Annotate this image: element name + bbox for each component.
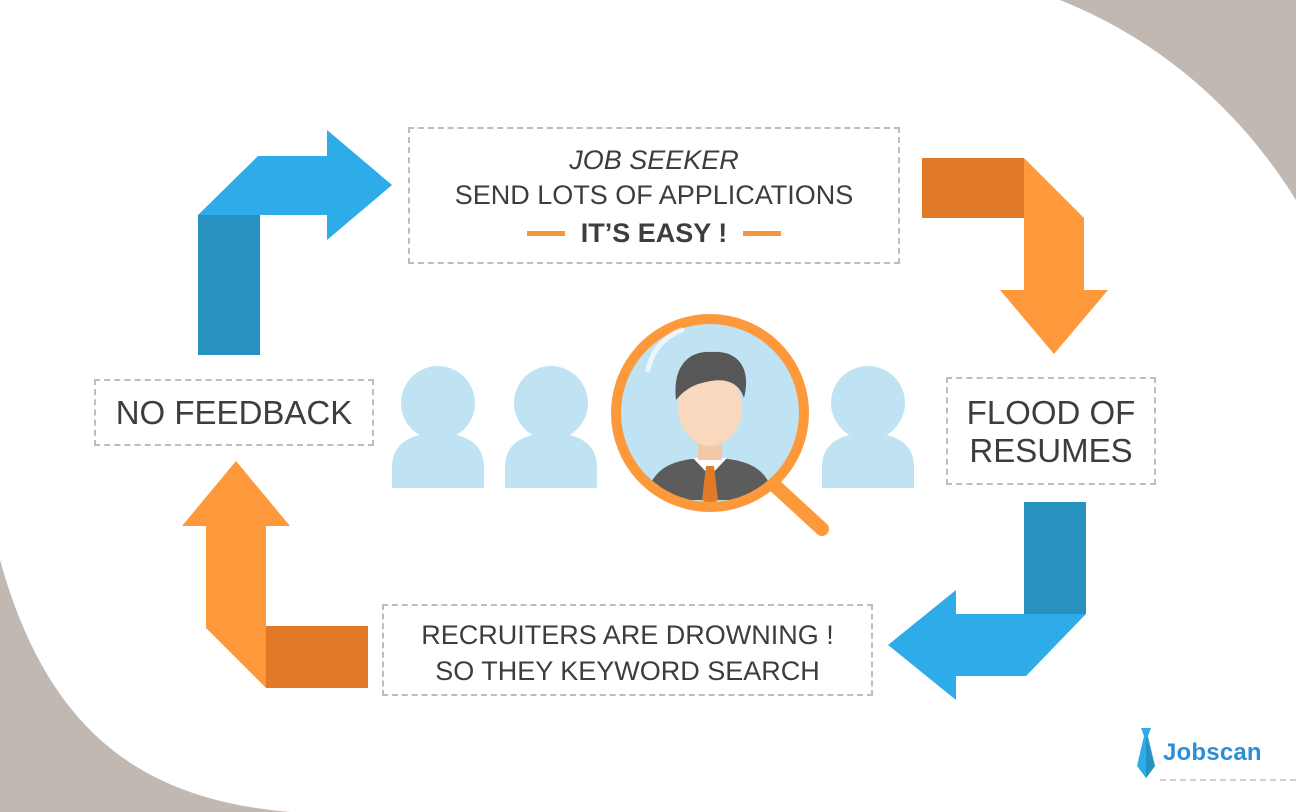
- magnifier-icon: [611, 314, 829, 536]
- arrow-down-left-icon: [888, 502, 1086, 700]
- logo-underline: [1160, 779, 1296, 781]
- box-right-line1: FLOOD OF: [966, 394, 1136, 431]
- box-right-line2: RESUMES: [969, 432, 1133, 469]
- dash-left: [526, 230, 565, 236]
- box-top-line3: IT’S EASY !: [410, 213, 898, 253]
- box-no-feedback: NO FEEDBACK: [94, 379, 374, 446]
- dash-right: [743, 230, 782, 236]
- easy-label: IT’S EASY !: [580, 218, 728, 248]
- person-silhouette-icon: [822, 366, 914, 488]
- box-flood-of-resumes: FLOOD OF RESUMES: [946, 377, 1156, 485]
- box-bottom-line1: RECRUITERS ARE DROWNING !: [421, 620, 834, 650]
- person-silhouette-icon: [392, 366, 484, 488]
- logo-text: Jobscan: [1163, 739, 1262, 766]
- box-recruiters: RECRUITERS ARE DROWNING ! SO THEY KEYWOR…: [382, 604, 873, 696]
- arrow-right-down-icon: [922, 158, 1108, 354]
- box-top-line1: JOB SEEKER: [569, 145, 739, 175]
- box-bottom-line2: SO THEY KEYWORD SEARCH: [435, 656, 820, 686]
- box-job-seeker: JOB SEEKER SEND LOTS OF APPLICATIONS IT’…: [408, 127, 900, 264]
- person-silhouette-icon: [505, 366, 597, 488]
- arrow-left-up-icon: [182, 461, 368, 688]
- arrow-up-right-icon: [198, 130, 392, 355]
- box-top-line2: SEND LOTS OF APPLICATIONS: [454, 180, 854, 210]
- tie-logo-icon: [1137, 728, 1155, 778]
- jobscan-logo: Jobscan: [1135, 728, 1262, 778]
